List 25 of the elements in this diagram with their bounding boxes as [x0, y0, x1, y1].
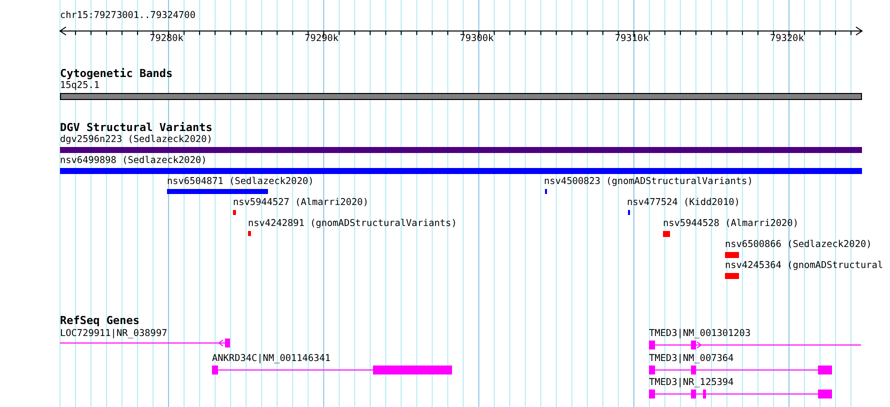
tick-label: 79320k: [770, 33, 804, 45]
feature-label: nsv5944527 (Almarri2020): [233, 197, 368, 209]
gene-label: TMED3|NM_007364: [649, 353, 734, 365]
track-title: RefSeq Genes: [60, 315, 140, 327]
feature-label: nsv477524 (Kidd2010): [627, 197, 740, 209]
tick-label: 79300k: [460, 33, 494, 45]
gene-label: TMED3|NM_001301203: [649, 328, 751, 340]
track-title: Cytogenetic Bands: [60, 68, 173, 80]
feature-label: nsv6504871 (Sedlazeck2020): [167, 176, 314, 188]
feature-label: nsv6499898 (Sedlazeck2020): [60, 155, 207, 167]
gene-label: ANKRD34C|NM_001146341: [212, 353, 331, 365]
feature-label: nsv5944528 (Almarri2020): [663, 218, 798, 230]
tick-label: 79310k: [614, 33, 649, 45]
feature-label: nsv4245364 (gnomADStructural: [725, 260, 884, 272]
tick-label: 79280k: [150, 33, 184, 45]
feature-label: nsv4242891 (gnomADStructuralVariants): [248, 218, 457, 230]
genomic-position: chr15:79273001..79324700: [60, 10, 196, 22]
tick-label: 79290k: [304, 33, 339, 45]
feature-label: 15q25.1: [60, 80, 100, 92]
gene-label: LOC729911|NR_038997: [60, 328, 168, 340]
feature-label: nsv6500866 (Sedlazeck2020): [725, 239, 872, 251]
track-title: DGV Structural Variants: [60, 122, 212, 134]
feature-label: dgv2596n223 (Sedlazeck2020): [60, 134, 212, 146]
gene-label: TMED3|NR_125394: [649, 377, 734, 389]
feature-label: nsv4500823 (gnomADStructuralVariants): [544, 176, 753, 188]
